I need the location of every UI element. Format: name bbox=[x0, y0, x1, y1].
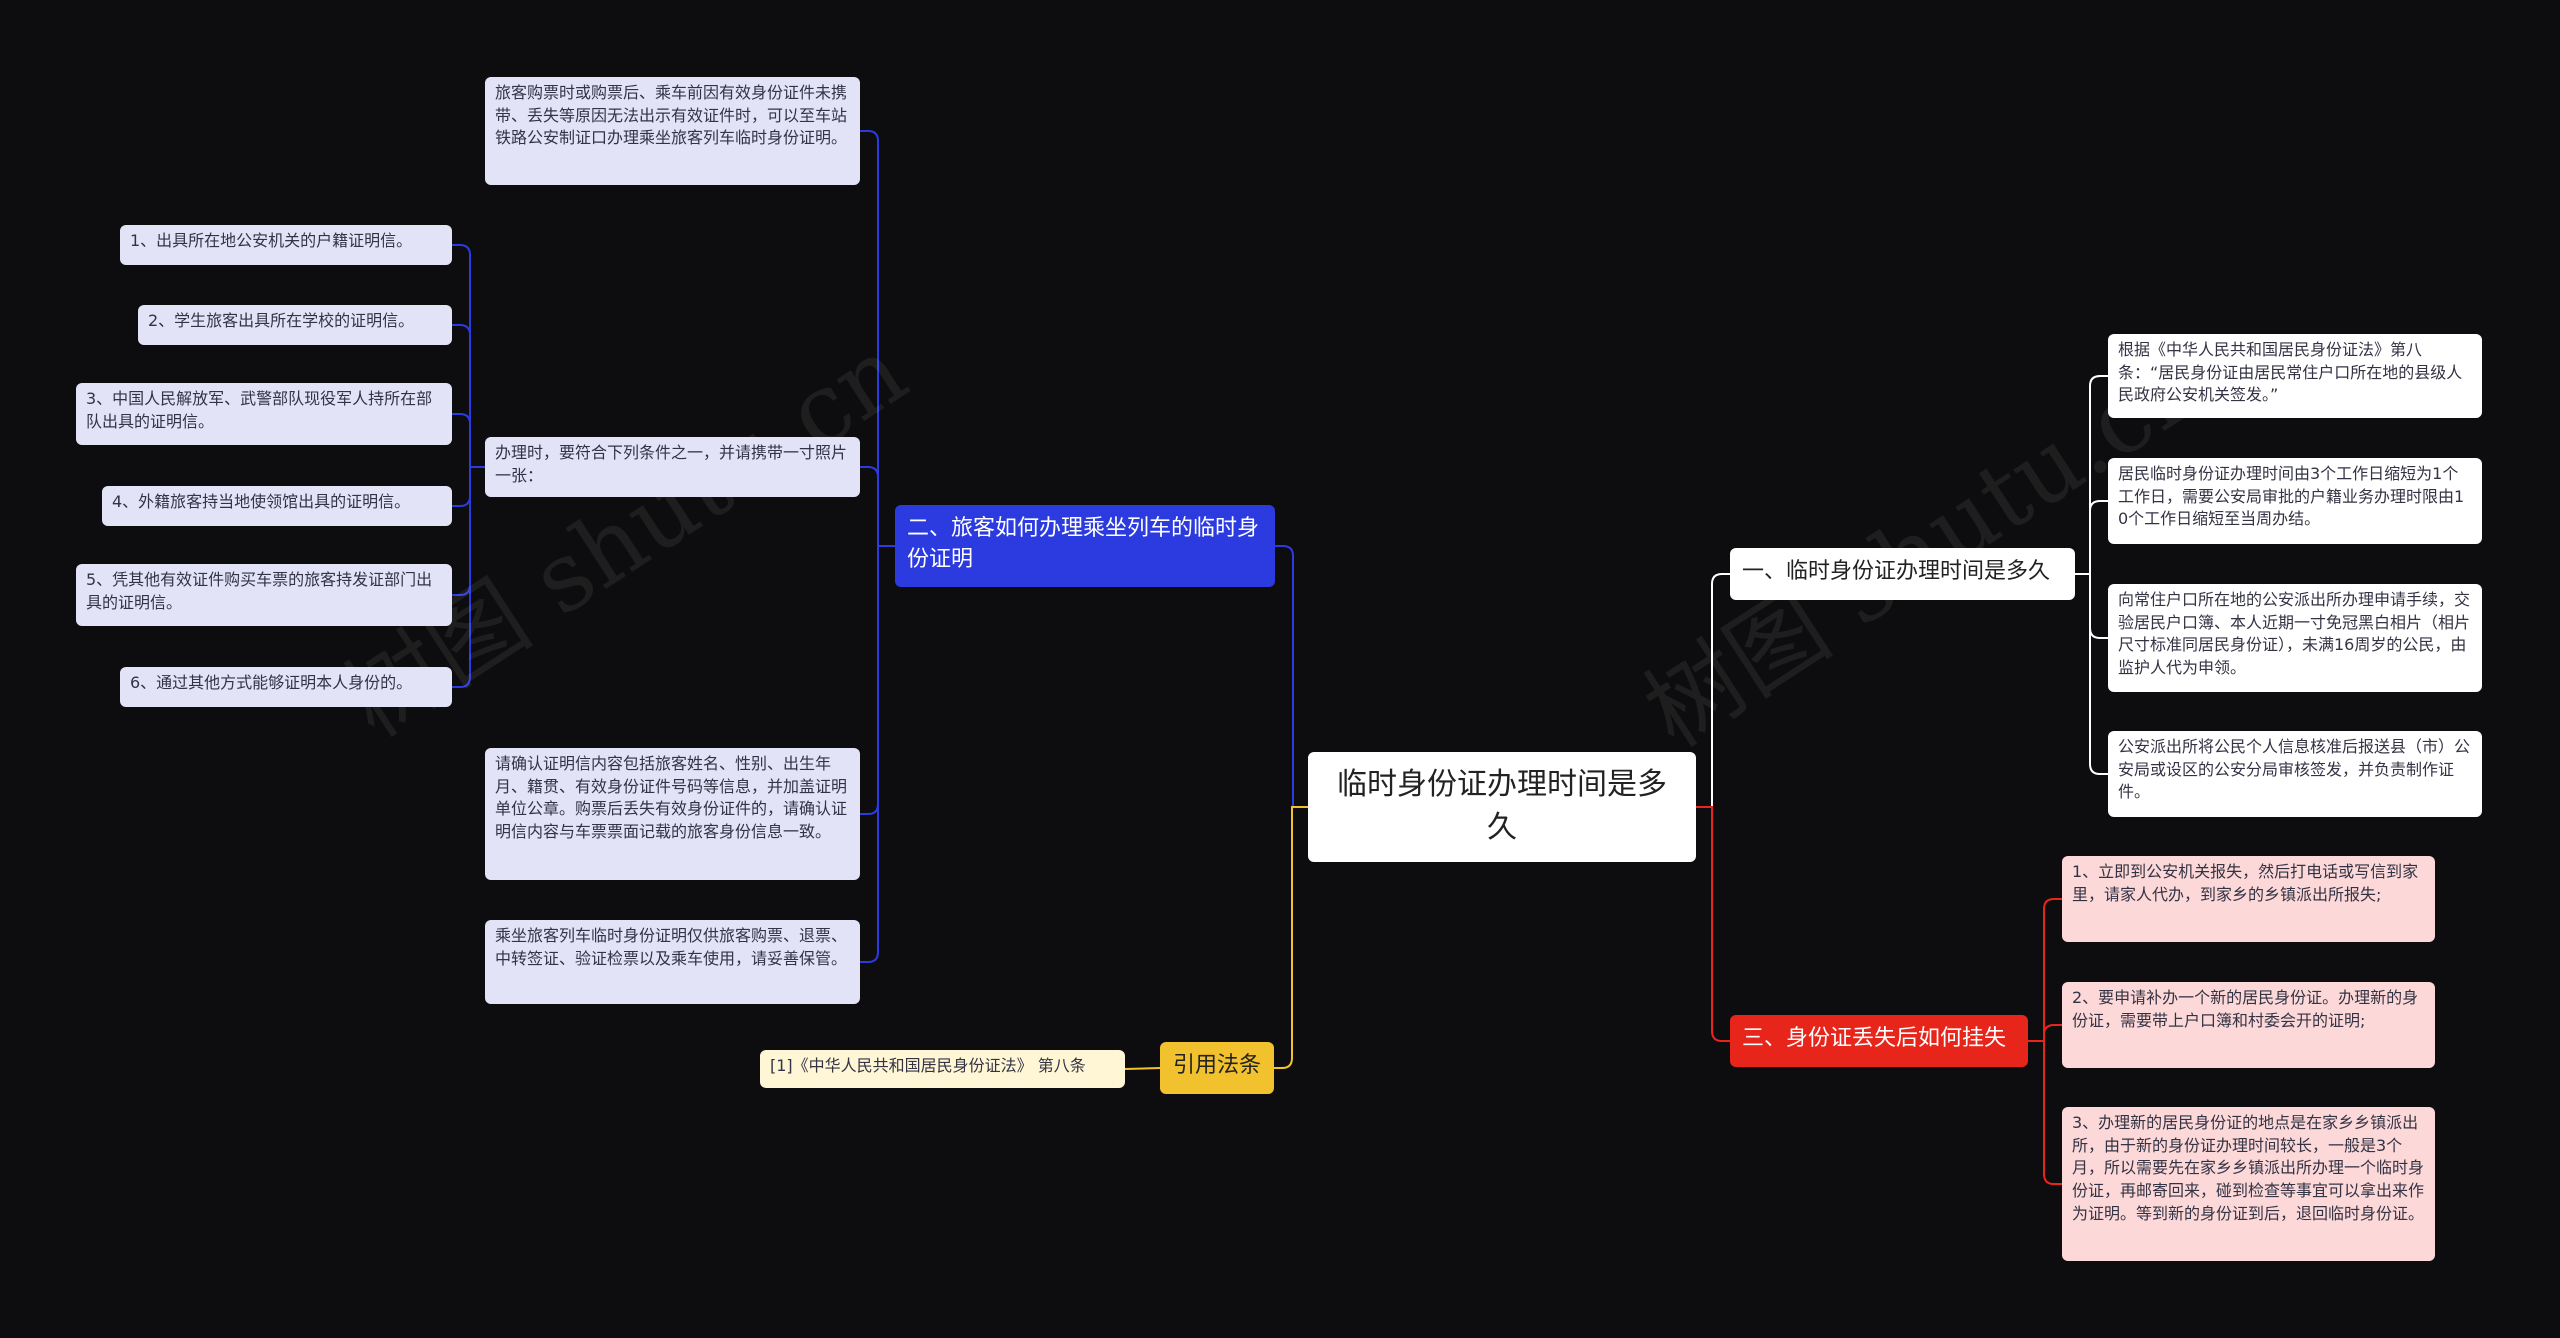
law-link-1 bbox=[1124, 1067, 1161, 1070]
root-blue-link-1 bbox=[1275, 545, 1308, 808]
leaf-issue-time-law[interactable]: 根据《中华人民共和国居民身份证法》第八条：“居民身份证由居民常住户口所在地的县级… bbox=[2108, 334, 2482, 418]
conditions-link-1 bbox=[452, 244, 485, 468]
red-link-1 bbox=[2028, 898, 2062, 1042]
leaf-report-loss-3[interactable]: 3、办理新的居民身份证的地点是在家乡乡镇派出所，由于新的身份证办理时间较长，一般… bbox=[2062, 1107, 2435, 1261]
leaf-condition-2[interactable]: 2、学生旅客出具所在学校的证明信。 bbox=[138, 305, 452, 345]
blue-link-2 bbox=[860, 466, 895, 547]
red-link-2 bbox=[2028, 1024, 2062, 1042]
conditions-link-2 bbox=[452, 324, 485, 468]
leaf-train-id-letter[interactable]: 请确认证明信内容包括旅客姓名、性别、出生年月、籍贯、有效身份证件号码等信息，并加… bbox=[485, 748, 860, 880]
leaf-cited-law-item[interactable]: [1]《中华人民共和国居民身份证法》 第八条 bbox=[760, 1050, 1125, 1088]
root-topic[interactable]: 临时身份证办理时间是多久 bbox=[1308, 752, 1696, 862]
branch-train-id-proof[interactable]: 二、旅客如何办理乘坐列车的临时身份证明 bbox=[895, 505, 1275, 587]
leaf-condition-1[interactable]: 1、出具所在地公安机关的户籍证明信。 bbox=[120, 225, 452, 265]
white-link-1 bbox=[2075, 375, 2108, 575]
white-link-3 bbox=[2075, 573, 2108, 639]
leaf-condition-3[interactable]: 3、中国人民解放军、武警部队现役军人持所在部队出具的证明信。 bbox=[76, 383, 452, 445]
leaf-issue-time-duration[interactable]: 居民临时身份证办理时间由3个工作日缩短为1个工作日，需要公安局审批的户籍业务办理… bbox=[2108, 458, 2482, 544]
branch-cited-law[interactable]: 引用法条 bbox=[1160, 1042, 1274, 1094]
root-red-link-1 bbox=[1696, 806, 1730, 1042]
white-link-2 bbox=[2075, 500, 2108, 575]
root-yellow-link-1 bbox=[1274, 806, 1308, 1069]
blue-link-1 bbox=[860, 130, 895, 547]
leaf-report-loss-1[interactable]: 1、立即到公安机关报失，然后打电话或写信到家里，请家人代办，到家乡的乡镇派出所报… bbox=[2062, 856, 2435, 942]
leaf-report-loss-2[interactable]: 2、要申请补办一个新的居民身份证。办理新的身份证，需要带上户口簿和村委会开的证明… bbox=[2062, 982, 2435, 1068]
leaf-train-id-usage[interactable]: 乘坐旅客列车临时身份证明仅供旅客购票、退票、中转签证、验证检票以及乘车使用，请妥… bbox=[485, 920, 860, 1004]
branch-issue-time[interactable]: 一、临时身份证办理时间是多久 bbox=[1730, 548, 2075, 600]
white-link-4 bbox=[2075, 573, 2108, 775]
conditions-link-6 bbox=[452, 466, 485, 688]
leaf-issue-time-review[interactable]: 公安派出所将公民个人信息核准后报送县（市）公安局或设区的公安分局审核签发，并负责… bbox=[2108, 731, 2482, 817]
conditions-link-5 bbox=[452, 466, 485, 596]
leaf-issue-time-apply[interactable]: 向常住户口所在地的公安派出所办理申请手续，交验居民户口簿、本人近期一寸免冠黑白相… bbox=[2108, 584, 2482, 692]
blue-link-4 bbox=[860, 545, 895, 963]
leaf-train-id-conditions[interactable]: 办理时，要符合下列条件之一，并请携带一寸照片一张： bbox=[485, 437, 860, 497]
leaf-train-id-intro[interactable]: 旅客购票时或购票后、乘车前因有效身份证件未携带、丢失等原因无法出示有效证件时，可… bbox=[485, 77, 860, 185]
leaf-condition-5[interactable]: 5、凭其他有效证件购买车票的旅客持发证部门出具的证明信。 bbox=[76, 564, 452, 626]
conditions-link-4 bbox=[452, 466, 485, 507]
branch-report-loss[interactable]: 三、身份证丢失后如何挂失 bbox=[1730, 1015, 2028, 1067]
conditions-link-3 bbox=[452, 413, 485, 468]
leaf-condition-4[interactable]: 4、外籍旅客持当地使领馆出具的证明信。 bbox=[102, 486, 452, 526]
red-link-3 bbox=[2028, 1040, 2062, 1185]
leaf-condition-6[interactable]: 6、通过其他方式能够证明本人身份的。 bbox=[120, 667, 452, 707]
root-white-link-1 bbox=[1696, 573, 1730, 808]
